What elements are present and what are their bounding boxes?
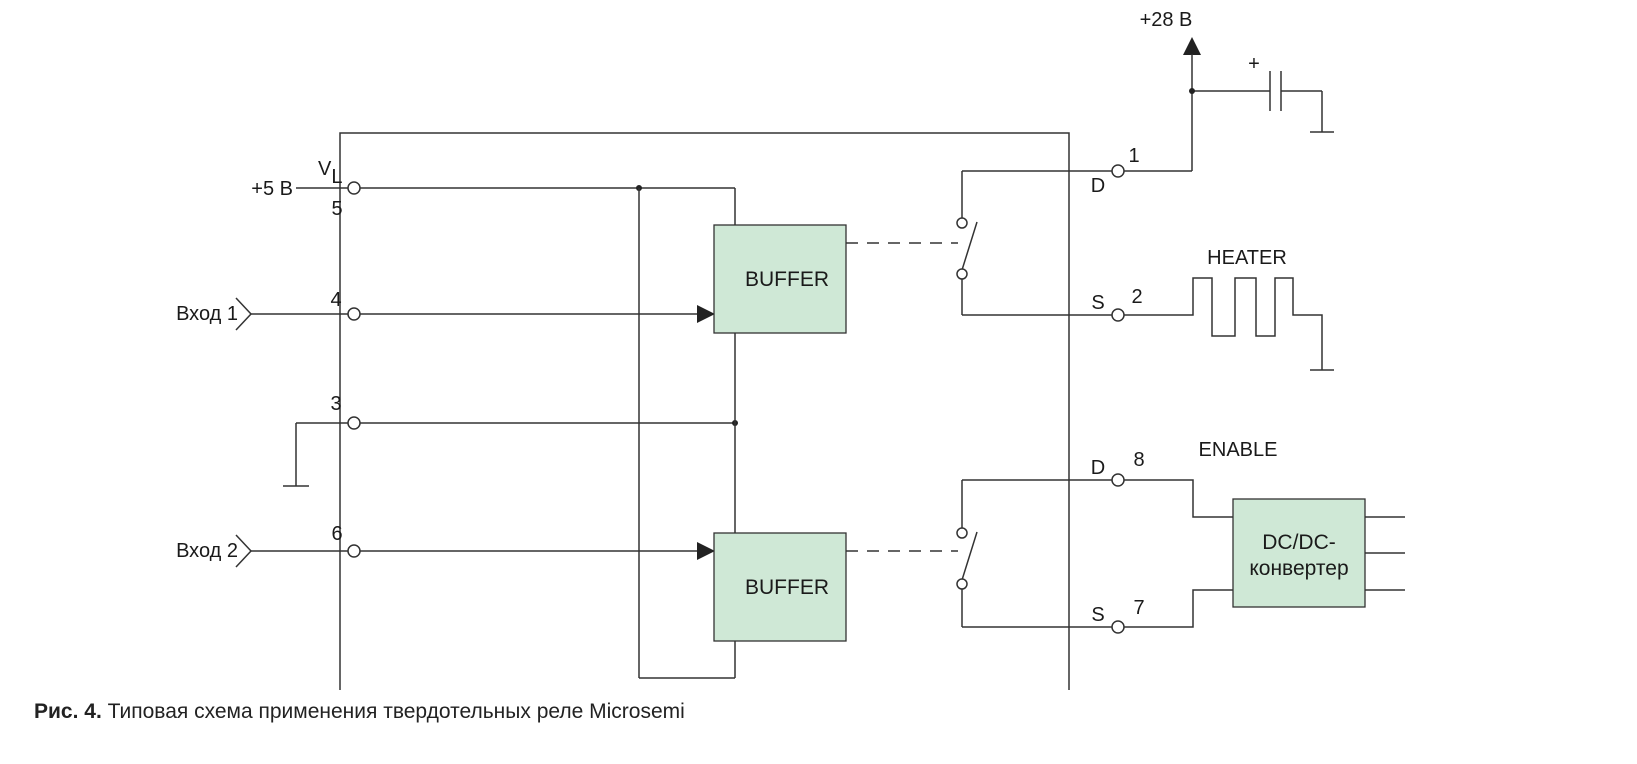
supply-28v-label: +28 В (1140, 9, 1193, 31)
pin-6-label: 6 (331, 523, 342, 545)
pin-4-label: 4 (330, 289, 341, 311)
dcdc-converter-block (1232, 498, 1366, 608)
pin-7-terminal (1111, 620, 1125, 634)
switch-top: D S 1 2 (956, 145, 1143, 316)
drain-top-label: D (1091, 175, 1105, 197)
pin-5-label: 5 (331, 198, 342, 220)
input-1-arrow-icon (697, 305, 715, 323)
drain-bottom-label: D (1091, 457, 1105, 479)
pin-4-terminal (347, 307, 361, 321)
caption-text: Типовая схема применения твердотельных р… (107, 700, 685, 723)
pin-7-label: 7 (1133, 597, 1144, 619)
input-2-arrow-icon (697, 542, 715, 560)
heater-label: HEATER (1207, 247, 1287, 269)
source-bottom-label: S (1091, 604, 1104, 626)
supply-5v-label: +5 В (251, 178, 293, 200)
source-top-label: S (1091, 292, 1104, 314)
dcdc-label-line2: конвертер (1249, 557, 1348, 580)
input-1-network: Вход 1 4 (176, 289, 715, 331)
supply-arrow-icon (1183, 37, 1201, 55)
input-2-network: Вход 2 6 (176, 523, 715, 568)
buffer-top-label: BUFFER (745, 268, 829, 291)
pin-1-label: 1 (1128, 145, 1139, 167)
input-1-connector-icon (235, 297, 253, 331)
switch-bottom: D S 8 7 (956, 449, 1145, 628)
pin-2-terminal (1111, 308, 1125, 322)
pin-3-terminal (347, 416, 361, 430)
buffer-top-block (713, 224, 847, 334)
pin-3-label: 3 (330, 393, 341, 415)
buffer-bottom-label: BUFFER (745, 576, 829, 599)
pin-5-terminal (347, 181, 361, 195)
figure-caption: Рис. 4. Типовая схема применения твердот… (34, 700, 685, 724)
pin-2-label: 2 (1131, 286, 1142, 308)
vl-label: VL (318, 158, 342, 188)
pin-8-label: 8 (1133, 449, 1144, 471)
ground-network: 3 (283, 333, 738, 533)
dcdc-label-line1: DC/DC- (1262, 531, 1336, 554)
supply-28v-network: +28 В + (1111, 9, 1334, 172)
supply-5v-network: +5 В VL 5 (251, 158, 736, 679)
input-2-connector-icon (235, 534, 253, 568)
heater-load: HEATER (1111, 247, 1334, 371)
input-2-label: Вход 2 (176, 540, 238, 562)
pin-8-terminal (1111, 473, 1125, 487)
enable-label: ENABLE (1199, 439, 1278, 461)
capacitor-plus-label: + (1248, 53, 1260, 75)
relay-package-outline (339, 132, 1070, 690)
pin-6-terminal (347, 544, 361, 558)
buffer-bottom-block (713, 532, 847, 642)
pin-1-terminal (1111, 164, 1125, 178)
relay-schematic: +28 В + +5 В VL 5 Вход 1 4 (176, 9, 1405, 690)
caption-prefix: Рис. 4. (34, 700, 102, 723)
input-1-label: Вход 1 (176, 303, 238, 325)
dcdc-network: ENABLE DC/DC- конвертер (1111, 439, 1405, 628)
heater-resistor-icon (1111, 277, 1323, 370)
